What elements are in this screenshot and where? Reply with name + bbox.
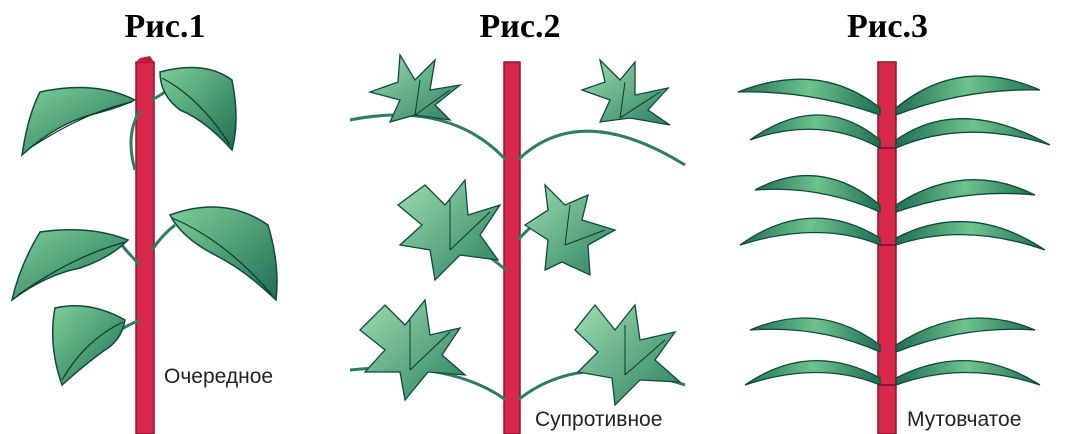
figure-2-caption: Супротивное [533, 408, 664, 432]
figure-2-panel: Рис.2 [330, 0, 710, 434]
figure-3-panel: Рис.3 [710, 0, 1065, 434]
figure-1-caption: Очередное [162, 365, 275, 389]
stem [878, 62, 896, 434]
whorled-plant-illustration [710, 0, 1065, 434]
figure-3-caption: Мутовчатое [905, 408, 1023, 432]
leaf [170, 207, 277, 300]
figure-1-panel: Рис.1 Очередное [0, 0, 330, 434]
stem [504, 62, 520, 434]
opposite-plant-illustration [330, 0, 710, 434]
leaf [12, 230, 128, 300]
stem [136, 62, 154, 434]
leaf [22, 88, 135, 156]
